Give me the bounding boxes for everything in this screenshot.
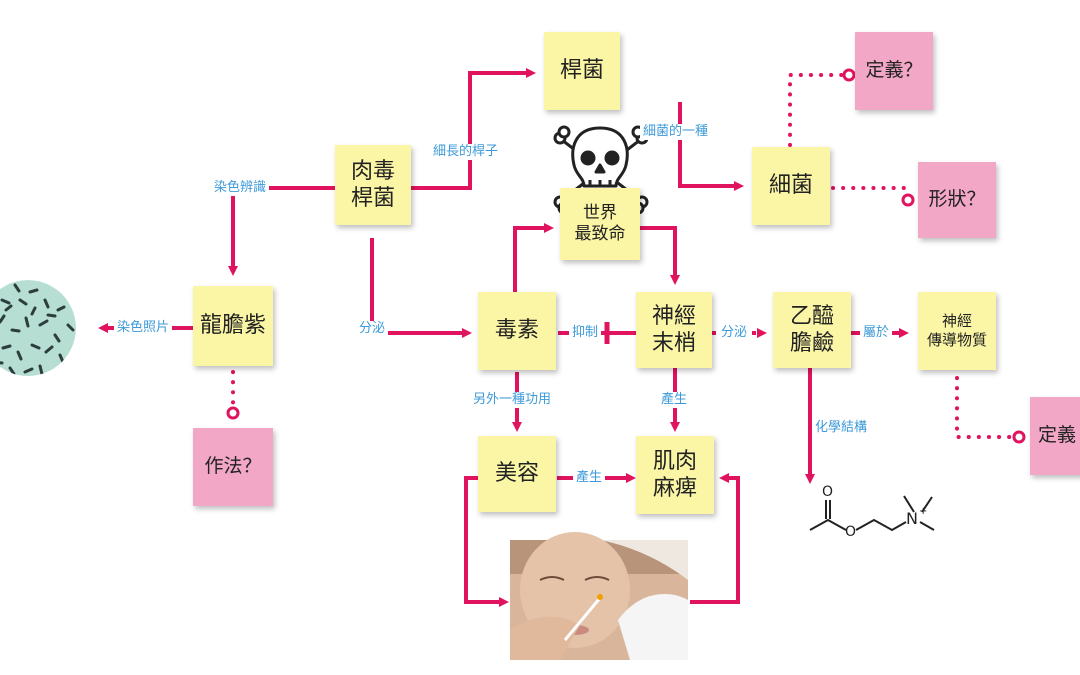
edge-bacillus-to-bacteria <box>678 102 744 191</box>
label-belongs-to: 屬於 <box>860 325 893 341</box>
dot-end-definition2 <box>1012 430 1026 444</box>
injection-photo <box>510 532 688 660</box>
node-neurotransmitter-text: 神經 傳導物質 <box>926 312 987 349</box>
node-method-text: 作法？ <box>204 455 262 478</box>
node-definition-transmitter-text: 定義 <box>1038 424 1077 447</box>
label-stain-identify: 染色辨識 <box>211 180 270 196</box>
edge-toxin-to-lethal <box>513 223 554 292</box>
atom-o-ester: O <box>845 524 856 540</box>
bacteria-photo <box>0 280 76 376</box>
node-gentian-violet-text: 龍膽紫 <box>199 313 266 339</box>
label-chem-structure: 化學結構 <box>812 420 871 436</box>
note-botulinum: 肉毒 桿菌 <box>335 145 411 225</box>
dotted-transmitter-to-definition <box>955 376 1018 439</box>
label-thin-long-rod: 細長的桿子 <box>430 144 502 160</box>
note-method: 作法？ <box>193 428 273 506</box>
note-shape: 形狀？ <box>918 162 996 238</box>
label-produce-1: 產生 <box>658 392 691 408</box>
note-toxin: 毒素 <box>478 292 556 370</box>
atom-charge: + <box>919 506 927 517</box>
label-stain-photo: 染色照片 <box>114 320 173 336</box>
note-definition-transmitter: 定義 <box>1030 397 1080 475</box>
edge-botulinum-to-bacillus <box>410 68 536 190</box>
node-definition-bacteria-text: 定義？ <box>865 59 923 82</box>
note-muscle-paralysis: 肌肉 麻痺 <box>636 436 714 514</box>
edge-beauty-to-photo <box>464 476 509 607</box>
node-muscle-paralysis-text: 肌肉 麻痺 <box>652 448 697 502</box>
node-bacillus-text: 桿菌 <box>559 58 604 84</box>
node-acetylcholine-text: 乙醯 膽鹼 <box>789 303 834 357</box>
node-beauty-text: 美容 <box>494 461 539 487</box>
acetylcholine-structure <box>809 495 935 532</box>
note-neurotransmitter: 神經 傳導物質 <box>918 292 996 370</box>
dotted-bacteria-to-shape <box>831 186 907 202</box>
note-bacteria: 細菌 <box>752 147 830 225</box>
edge-photo-to-muscle <box>690 473 740 604</box>
dot-end-method <box>226 406 240 420</box>
label-secrete-1: 分泌 <box>356 321 389 337</box>
note-bacillus: 桿菌 <box>544 32 620 110</box>
label-secrete-2: 分泌 <box>718 325 751 341</box>
note-nerve-ending: 神經 末梢 <box>636 292 712 368</box>
edge-lethal-to-nerve <box>640 226 680 285</box>
note-gentian-violet: 龍膽紫 <box>193 286 273 366</box>
atom-n: N <box>906 509 918 528</box>
node-shape-text: 形狀？ <box>928 188 986 211</box>
dotted-bacteria-to-definition <box>788 73 847 147</box>
node-toxin-text: 毒素 <box>494 318 539 344</box>
note-definition-bacteria: 定義？ <box>855 32 933 110</box>
label-another-use: 另外一種功用 <box>470 392 555 408</box>
label-produce-2: 產生 <box>573 470 606 486</box>
label-inhibit: 抑制 <box>569 325 602 341</box>
note-beauty: 美容 <box>478 436 556 512</box>
edge-botulinum-to-gentian <box>228 186 335 276</box>
note-most-lethal: 世界 最致命 <box>560 188 640 260</box>
label-bacteria-kind: 細菌的一種 <box>640 124 712 140</box>
edge-botulinum-to-toxin <box>370 238 472 338</box>
node-bacteria-text: 細菌 <box>768 173 813 199</box>
dot-end-definition <box>842 68 856 82</box>
node-botulinum-text: 肉毒 桿菌 <box>350 158 395 212</box>
node-most-lethal-text: 世界 最致命 <box>574 202 626 244</box>
atom-o-carbonyl: O <box>822 484 833 500</box>
note-acetylcholine: 乙醯 膽鹼 <box>773 292 851 368</box>
node-nerve-ending-text: 神經 末梢 <box>651 303 696 357</box>
dot-end-shape <box>901 193 915 207</box>
